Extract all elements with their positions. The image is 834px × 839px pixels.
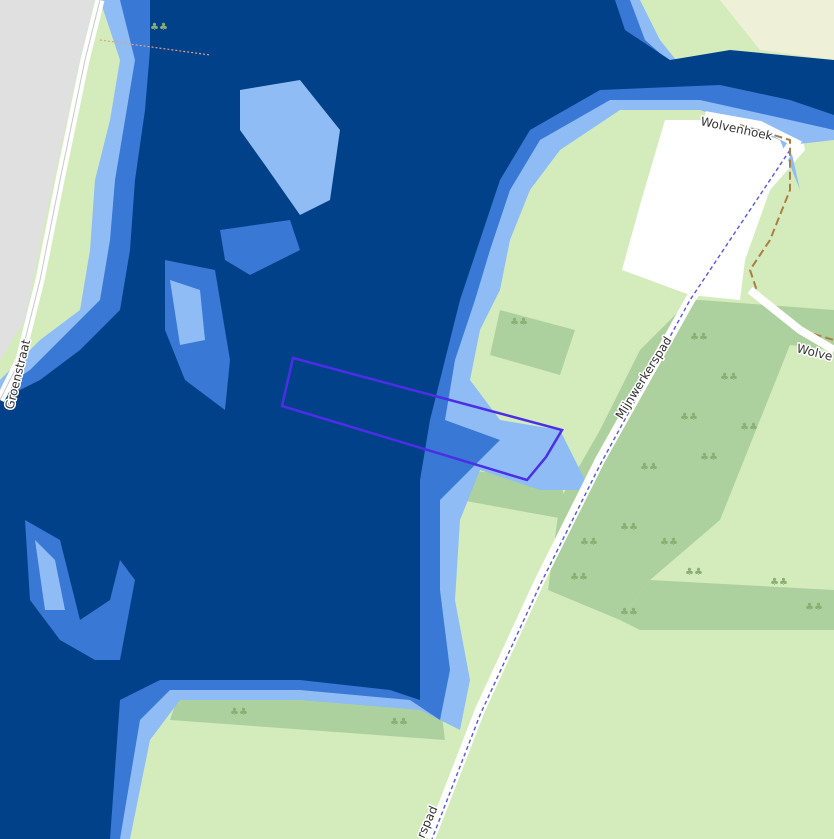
svg-text:♣♣: ♣♣: [570, 572, 588, 583]
forest-large: [548, 300, 834, 620]
svg-text:♣♣: ♣♣: [720, 372, 738, 383]
water-inner-shallow-2: [170, 280, 205, 345]
svg-text:♣♣: ♣♣: [580, 537, 598, 548]
svg-text:♣♣: ♣♣: [700, 452, 718, 463]
wolvenhoek-east-road: [747, 286, 834, 354]
svg-text:♣♣: ♣♣: [770, 577, 788, 588]
forest-strip: [620, 580, 834, 630]
svg-text:♣♣: ♣♣: [230, 707, 248, 718]
svg-text:♣♣: ♣♣: [805, 602, 823, 613]
water-inner-shallow-1: [240, 80, 340, 215]
svg-text:♣♣: ♣♣: [390, 717, 408, 728]
meadow-top-right: [720, 0, 834, 60]
svg-text:♣♣: ♣♣: [660, 537, 678, 548]
path-top-left: [99, 39, 211, 56]
svg-text:♣♣: ♣♣: [150, 22, 168, 33]
svg-text:♣♣: ♣♣: [680, 412, 698, 423]
mijnwerkerspad-footpath: [431, 149, 791, 839]
open-field: [622, 120, 805, 300]
svg-text:♣♣: ♣♣: [640, 462, 658, 473]
forest-small: [490, 310, 575, 375]
svg-text:♣♣: ♣♣: [620, 522, 638, 533]
water-inner-mid-1: [220, 220, 300, 275]
svg-text:♣♣: ♣♣: [690, 332, 708, 343]
svg-text:♣♣: ♣♣: [620, 607, 638, 618]
selection-polygon[interactable]: [280, 356, 564, 482]
groenstraat-road-edge: [0, 0, 101, 401]
residential-area: [0, 0, 95, 360]
svg-text:♣♣: ♣♣: [510, 317, 528, 328]
tree-icon: ♣♣ ♣♣ ♣♣ ♣♣ ♣♣ ♣♣ ♣♣ ♣♣ ♣♣ ♣♣ ♣♣ ♣♣ ♣♣ ♣…: [150, 22, 823, 728]
water-inner-shallow-3: [35, 540, 65, 610]
svg-text:♣♣: ♣♣: [685, 567, 703, 578]
water-inner-mid-3: [25, 520, 135, 660]
svg-text:♣♣: ♣♣: [740, 422, 758, 433]
